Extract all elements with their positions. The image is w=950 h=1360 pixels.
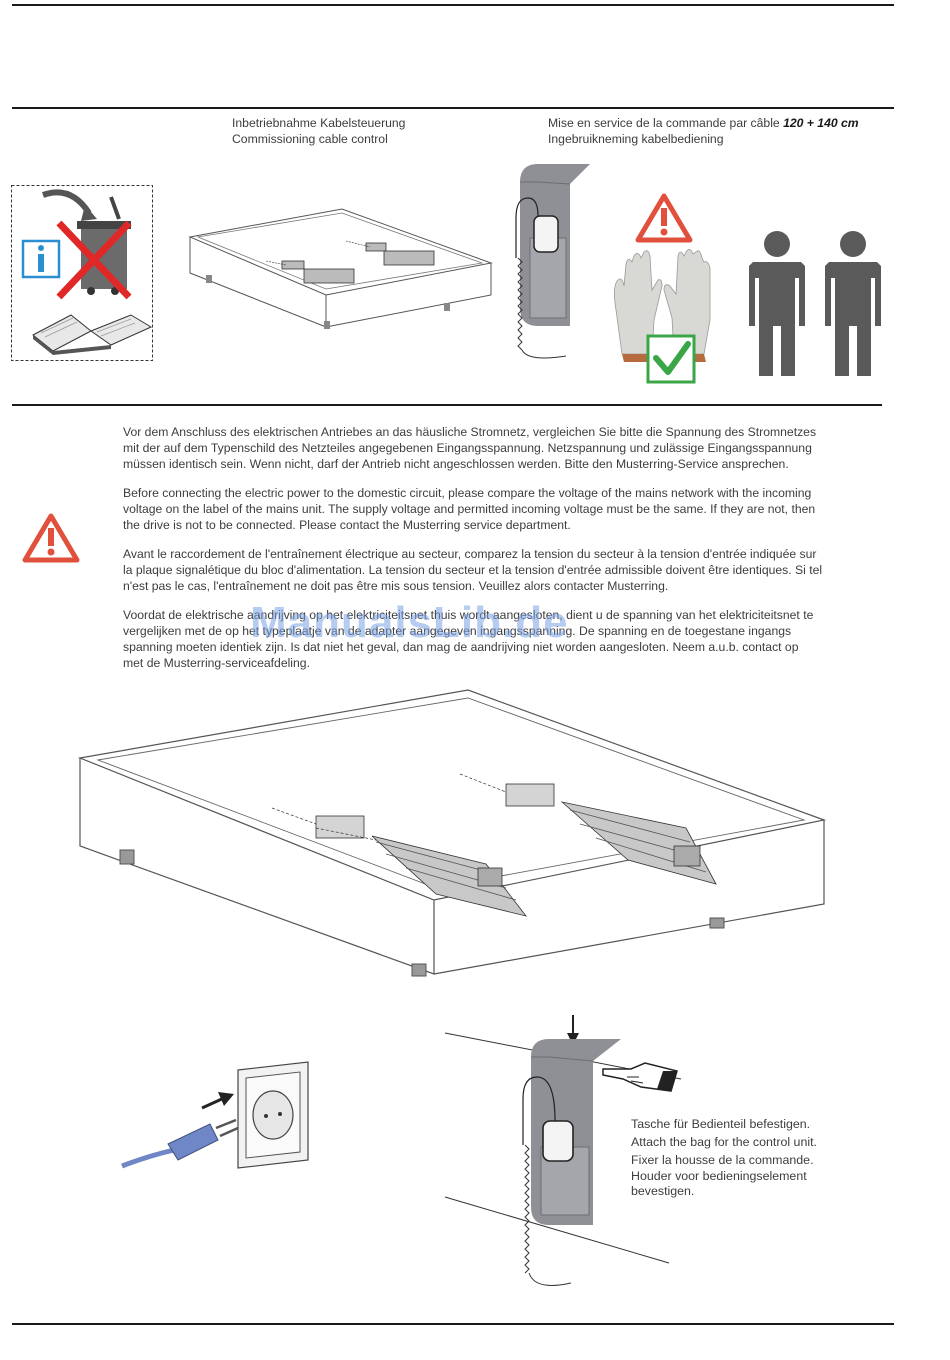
info-icon bbox=[21, 239, 61, 279]
bottom-rule bbox=[12, 1323, 894, 1325]
title-fr-nl: Mise en service de la commande par câble… bbox=[548, 116, 859, 148]
warning-line: müssen identisch sein. Wenn nicht, darf … bbox=[123, 457, 789, 471]
title-de: Inbetriebnahme Kabelsteuerung bbox=[232, 116, 406, 130]
plug-socket-image bbox=[121, 1061, 309, 1169]
title-fr-row: Mise en service de la commande par câble… bbox=[548, 116, 859, 132]
plug-icon bbox=[121, 1118, 239, 1169]
gloves-warning-image bbox=[614, 193, 711, 384]
warning-text-en: Before connecting the electric power to … bbox=[123, 485, 868, 533]
bag-caption-line: bevestigen. bbox=[631, 1184, 695, 1198]
bag-caption: Tasche für Bedienteil befestigen. Attach… bbox=[631, 1115, 817, 1199]
top-rule bbox=[12, 4, 894, 6]
checkmark-icon bbox=[646, 334, 696, 384]
watermark: ManualsLib.de bbox=[250, 598, 569, 647]
warning-line: met de Musterring-serviceafdeling. bbox=[123, 656, 310, 670]
section-rule-1 bbox=[12, 107, 894, 109]
bag-caption-line: Tasche für Bedienteil befestigen. bbox=[631, 1117, 811, 1131]
warning-text-nl: Voordat de elektrische aandrijving op he… bbox=[123, 607, 868, 671]
warning-line: la plaque signalétique du bloc d'aliment… bbox=[123, 563, 823, 577]
bag-caption-line: Attach the bag for the control unit. bbox=[631, 1135, 817, 1149]
warning-line: voltage on the label of the mains unit. … bbox=[123, 502, 816, 516]
section-rule-2 bbox=[12, 404, 882, 406]
warning-line: Voordat de elektrische aandrijving op he… bbox=[123, 608, 814, 622]
drive-unit-right bbox=[505, 783, 717, 885]
title-size: 120 + 140 cm bbox=[783, 116, 859, 130]
warning-text-fr: Avant le raccordement de l'entraînement … bbox=[123, 546, 868, 594]
warning-line: spanning moeten identiek zijn. Is dat ni… bbox=[123, 640, 799, 654]
two-persons-image bbox=[749, 231, 881, 376]
wall-socket-icon bbox=[237, 1061, 309, 1169]
control-bag-image-bottom bbox=[444, 1015, 682, 1286]
person-icon bbox=[825, 231, 881, 376]
warning-triangle-icon bbox=[635, 193, 693, 243]
drive-unit-left bbox=[315, 815, 528, 917]
bed-frame-small bbox=[188, 208, 493, 329]
cross-icon bbox=[56, 220, 132, 300]
manual-book-icon bbox=[32, 314, 153, 355]
bag-caption-line: Fixer la housse de la commande. bbox=[631, 1153, 814, 1167]
warning-line: Before connecting the electric power to … bbox=[123, 486, 812, 500]
warning-line: n'est pas le cas, l'entraînement ne doit… bbox=[123, 579, 669, 593]
warning-line: Vor dem Anschluss des elektrischen Antri… bbox=[123, 425, 817, 439]
warning-line: Avant le raccordement de l'entraînement … bbox=[123, 547, 817, 561]
title-nl: Ingebruikneming kabelbediening bbox=[548, 131, 724, 146]
title-de-en: Inbetriebnahme Kabelsteuerung Commission… bbox=[232, 116, 405, 148]
control-bag-image-top bbox=[515, 164, 590, 359]
warning-text-de: Vor dem Anschluss des elektrischen Antri… bbox=[123, 424, 868, 472]
warning-line: mit der auf dem Typenschild des Netzteil… bbox=[123, 441, 812, 455]
bag-caption-line: Houder voor bedieningselement bbox=[631, 1169, 807, 1183]
title-fr: Mise en service de la commande par câble bbox=[548, 116, 780, 130]
bed-frame-large bbox=[77, 689, 827, 977]
warning-triangle-icon bbox=[22, 513, 80, 563]
arrow-icon bbox=[201, 1092, 234, 1110]
warning-line: the drive is not to be connected. Please… bbox=[123, 518, 571, 532]
pointing-hand-icon bbox=[602, 1062, 678, 1092]
person-icon bbox=[749, 231, 805, 376]
trash-bin-icon bbox=[41, 189, 131, 295]
disposal-info-box bbox=[11, 185, 153, 361]
warning-line: vergelijken met de op het typeplaatje va… bbox=[123, 624, 792, 638]
title-en: Commissioning cable control bbox=[232, 131, 388, 146]
